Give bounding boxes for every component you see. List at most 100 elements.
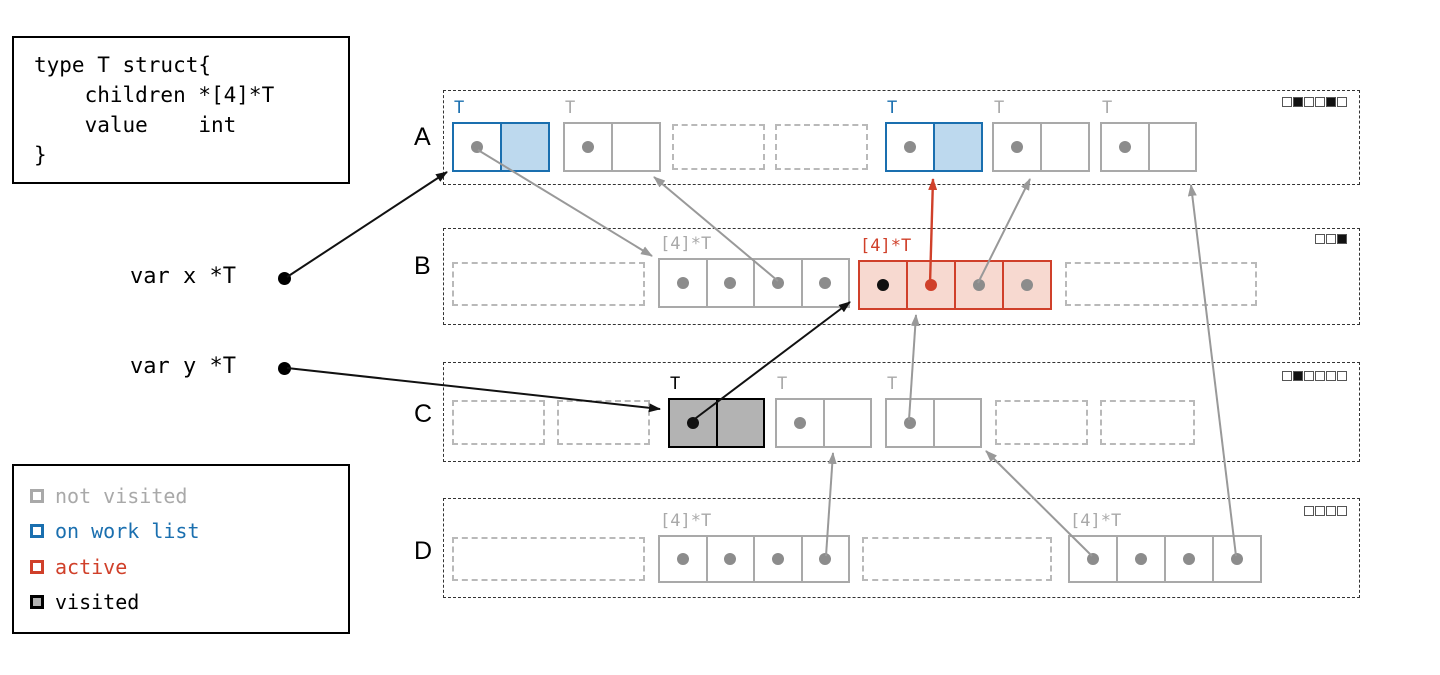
variable-label-x: var x *T bbox=[130, 264, 236, 289]
variable-pointer-dot-y bbox=[278, 362, 291, 375]
pointer-dot bbox=[819, 277, 832, 289]
heap-object-array-not-visited bbox=[658, 535, 850, 583]
type-label: [4]*T bbox=[660, 511, 712, 531]
heap-object-T-not-visited bbox=[885, 398, 982, 448]
array-element-cell bbox=[906, 262, 954, 308]
bitmap-bit-clear bbox=[1282, 371, 1292, 381]
pointer-dot bbox=[724, 277, 737, 289]
pointer-cell bbox=[994, 124, 1040, 170]
legend-item-active: active bbox=[30, 555, 332, 579]
bitmap-bit-clear bbox=[1337, 371, 1347, 381]
value-cell bbox=[933, 124, 981, 170]
pointer-dot bbox=[1087, 553, 1099, 565]
pointer-dot bbox=[877, 279, 889, 291]
pointer-dot bbox=[925, 279, 937, 291]
array-element-cell bbox=[660, 537, 706, 581]
pointer-dot bbox=[1183, 553, 1195, 565]
array-element-cell bbox=[800, 537, 849, 581]
empty-slot bbox=[557, 400, 650, 445]
heap-object-T-not-visited bbox=[992, 122, 1090, 172]
type-label: [4]*T bbox=[660, 234, 712, 254]
array-element-cell bbox=[705, 260, 754, 306]
bitmap-bit-clear bbox=[1304, 97, 1314, 107]
bitmap-bit-clear bbox=[1326, 234, 1336, 244]
type-label: [4]*T bbox=[860, 236, 912, 256]
empty-slot bbox=[452, 400, 545, 445]
array-element-cell bbox=[954, 262, 1002, 308]
pointer-dot bbox=[1011, 141, 1023, 153]
value-cell bbox=[500, 124, 548, 170]
array-element-cell bbox=[753, 537, 801, 581]
heap-object-T-not-visited bbox=[1100, 122, 1197, 172]
type-label: T bbox=[887, 374, 898, 394]
array-element-cell bbox=[1116, 537, 1164, 581]
pointer-dot bbox=[903, 417, 916, 429]
bitmap-bit-clear bbox=[1337, 506, 1347, 516]
pointer-dot bbox=[686, 417, 699, 429]
array-element-cell bbox=[1212, 537, 1260, 581]
legend-swatch-visited-icon bbox=[30, 594, 44, 609]
pointer-dot bbox=[819, 553, 832, 565]
pointer-dot bbox=[676, 553, 689, 565]
pointer-dot bbox=[724, 553, 737, 565]
pointer-cell bbox=[565, 124, 611, 170]
pointer-dot bbox=[904, 141, 916, 153]
pointer-cell bbox=[777, 400, 823, 446]
value-cell bbox=[715, 400, 764, 446]
mark-bitmap-B bbox=[1315, 234, 1347, 244]
value-cell bbox=[932, 400, 981, 446]
type-label: T bbox=[670, 374, 681, 394]
empty-slot bbox=[775, 124, 868, 170]
memory-row-D bbox=[443, 498, 1360, 598]
row-label-A: A bbox=[414, 123, 431, 151]
pointer-cell bbox=[887, 400, 933, 446]
legend-swatch-on-work-list-icon bbox=[30, 524, 44, 539]
type-definition-code: type T struct{ children *[4]*T value int… bbox=[12, 36, 350, 184]
array-element-cell bbox=[705, 537, 754, 581]
bitmap-bit-set bbox=[1326, 97, 1336, 107]
mark-bitmap-C bbox=[1282, 371, 1347, 381]
pointer-dot bbox=[793, 417, 806, 429]
pointer-dot bbox=[1231, 553, 1243, 565]
type-label: [4]*T bbox=[1070, 511, 1122, 531]
heap-object-array-active bbox=[858, 260, 1052, 310]
array-element-cell bbox=[800, 260, 849, 306]
pointer-dot bbox=[1118, 141, 1131, 153]
pointer-cell bbox=[670, 400, 716, 446]
bitmap-bit-clear bbox=[1304, 506, 1314, 516]
pointer-cell bbox=[454, 124, 500, 170]
legend-swatch-active-icon bbox=[30, 559, 44, 574]
empty-slot bbox=[1065, 262, 1257, 306]
heap-object-T-visited bbox=[668, 398, 765, 448]
pointer-dot bbox=[1021, 279, 1033, 291]
type-label: T bbox=[454, 98, 465, 118]
array-element-cell bbox=[1164, 537, 1212, 581]
heap-object-array-not-visited bbox=[658, 258, 850, 308]
type-label: T bbox=[1102, 98, 1113, 118]
value-cell bbox=[822, 400, 871, 446]
row-label-B: B bbox=[414, 252, 431, 280]
type-label: T bbox=[565, 98, 576, 118]
array-element-cell bbox=[860, 262, 906, 308]
legend-item-not-visited: not visited bbox=[30, 484, 332, 508]
legend-label: not visited bbox=[55, 484, 188, 508]
bitmap-bit-set bbox=[1293, 371, 1303, 381]
pointer-cell bbox=[1102, 124, 1148, 170]
value-cell bbox=[611, 124, 659, 170]
heap-object-T-on-work-list bbox=[885, 122, 983, 172]
mark-bitmap-D bbox=[1304, 506, 1347, 516]
empty-slot bbox=[452, 262, 645, 306]
value-cell bbox=[1147, 124, 1196, 170]
array-element-cell bbox=[1002, 262, 1050, 308]
type-label: T bbox=[777, 374, 788, 394]
pointer-dot bbox=[771, 553, 784, 565]
memory-row-A bbox=[443, 90, 1360, 185]
pointer-cell bbox=[887, 124, 933, 170]
bitmap-bit-clear bbox=[1315, 234, 1325, 244]
bitmap-bit-clear bbox=[1337, 97, 1347, 107]
empty-slot bbox=[862, 537, 1052, 581]
bitmap-bit-clear bbox=[1326, 506, 1336, 516]
variable-label-y: var y *T bbox=[130, 354, 236, 379]
